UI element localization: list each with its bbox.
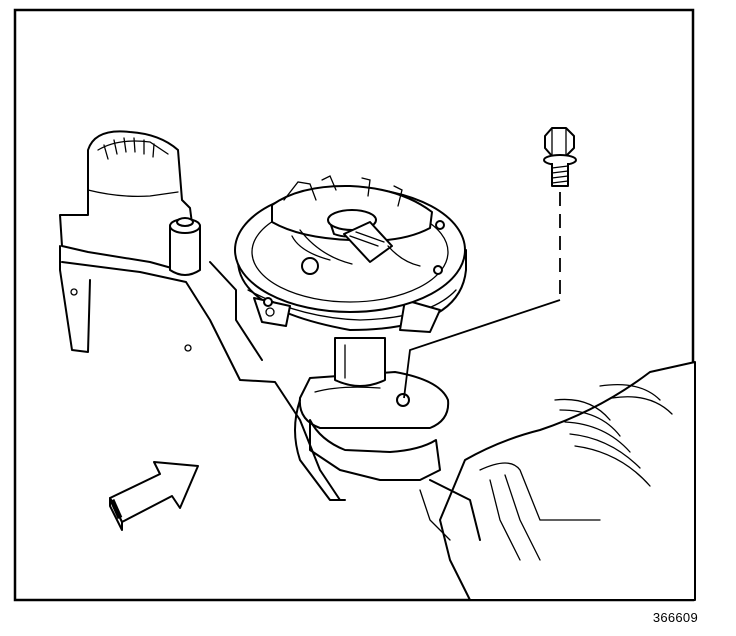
hold-down-clamp-icon	[294, 371, 450, 501]
hold-down-bolt-icon	[543, 127, 577, 187]
figure-number: 366609	[652, 610, 698, 625]
bolt-guide-line	[403, 192, 561, 399]
intake-manifold-icon	[419, 361, 696, 601]
front-arrow-icon	[109, 461, 199, 531]
rotor-icon	[271, 175, 433, 267]
figure-frame	[13, 8, 695, 602]
